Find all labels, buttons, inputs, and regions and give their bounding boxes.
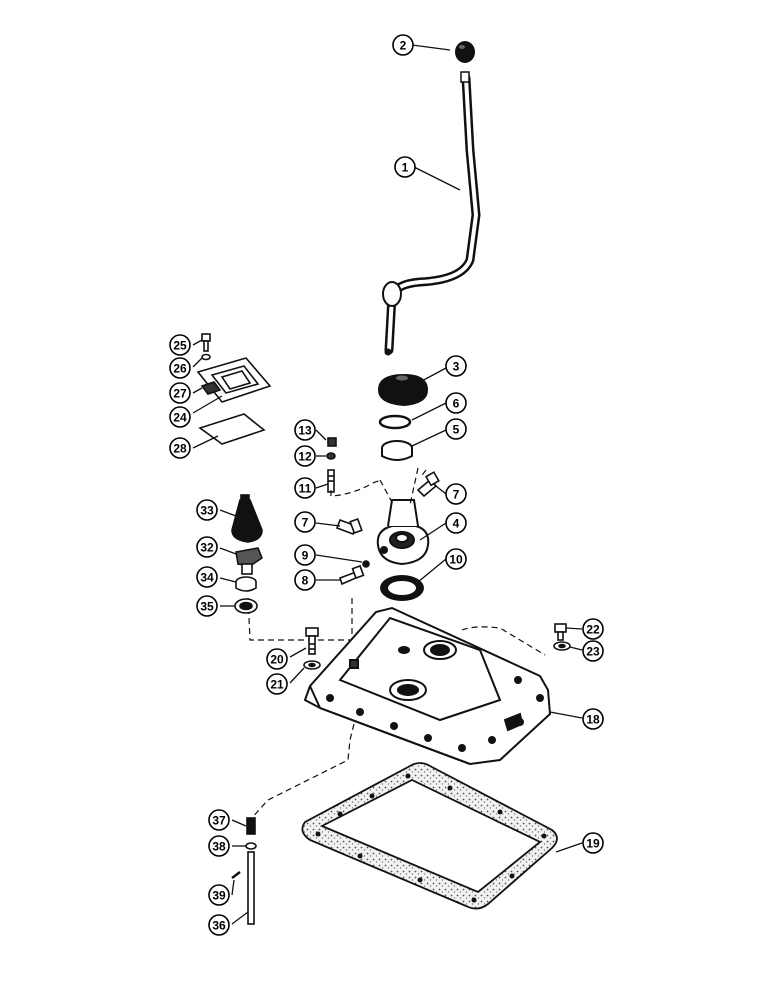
callout-34: 34 [196,566,218,588]
callout-5: 5 [445,418,467,440]
callout-12: 12 [294,445,316,467]
callout-label: 7 [453,488,460,502]
callout-24: 24 [169,406,191,428]
callout-label: 19 [586,837,600,851]
shift-lever [382,71,481,356]
callout-label: 36 [212,919,226,933]
lever-housing [376,499,430,566]
callout-8: 8 [294,569,316,591]
cover-gasket [301,762,558,910]
callout-1: 1 [394,156,416,178]
callout-label: 12 [298,450,312,464]
callout-38: 38 [208,835,230,857]
callout-label: 26 [173,362,187,376]
callout-6: 6 [445,392,467,414]
callout-label: 38 [212,840,226,854]
bushing [381,440,413,461]
callout-27: 27 [169,382,191,404]
callout-label: 32 [200,541,214,555]
callout-label: 4 [453,517,460,531]
callout-label: 24 [173,411,187,425]
cover-bolt [303,627,321,670]
small-bolt [553,623,571,651]
callout-label: 34 [200,571,214,585]
callout-label: 33 [200,504,214,518]
callout-label: 23 [586,645,600,659]
callout-label: 18 [586,713,600,727]
callout-label: 37 [212,814,226,828]
callout-28: 28 [169,437,191,459]
callout-label: 39 [212,889,226,903]
callout-37: 37 [208,809,230,831]
callout-22: 22 [582,618,604,640]
callout-label: 1 [402,161,409,175]
callout-4: 4 [445,512,467,534]
callout-label: 6 [453,397,460,411]
callout-10: 10 [445,548,467,570]
callout-label: 7 [302,516,309,530]
callout-20: 20 [266,648,288,670]
callout-label: 20 [270,653,284,667]
callout-label: 2 [400,39,407,53]
callout-label: 11 [299,482,312,496]
callout-label: 22 [586,623,600,637]
callout-36: 36 [208,914,230,936]
callout-18: 18 [582,708,604,730]
callout-33: 33 [196,499,218,521]
callout-label: 3 [453,360,460,374]
detent-rod-stack [231,817,257,925]
alignment-lines [247,467,546,821]
callout-39: 39 [208,884,230,906]
callout-label: 13 [298,424,312,438]
housing-gasket [380,575,424,601]
callout-label: 21 [270,678,284,692]
callout-label: 10 [449,553,463,567]
switch-stack [231,494,263,614]
callout-19: 19 [582,832,604,854]
callout-label: 35 [200,600,214,614]
callout-2: 2 [392,34,414,56]
callout-label: 5 [453,423,460,437]
callout-11: 11 [294,477,316,499]
snap-ring [378,414,412,430]
callout-23: 23 [582,640,604,662]
rubber-boot [378,374,428,406]
shift-knob [455,41,475,63]
callout-3: 3 [445,355,467,377]
callout-7-left: 7 [294,511,316,533]
callout-25: 25 [169,334,191,356]
callout-35: 35 [196,595,218,617]
callout-13: 13 [294,419,316,441]
callout-32: 32 [196,536,218,558]
callout-21: 21 [266,673,288,695]
callout-label: 9 [302,549,309,563]
callout-label: 28 [173,442,187,456]
callout-label: 8 [302,574,309,588]
callout-label: 27 [173,387,187,401]
callout-26: 26 [169,357,191,379]
leader-lines [192,44,583,925]
callout-9: 9 [294,544,316,566]
callout-7-right: 7 [445,483,467,505]
callout-label: 25 [173,339,187,353]
small-hardware [326,437,440,586]
transmission-top-cover [303,606,552,766]
inspection-cover-group [196,333,272,445]
